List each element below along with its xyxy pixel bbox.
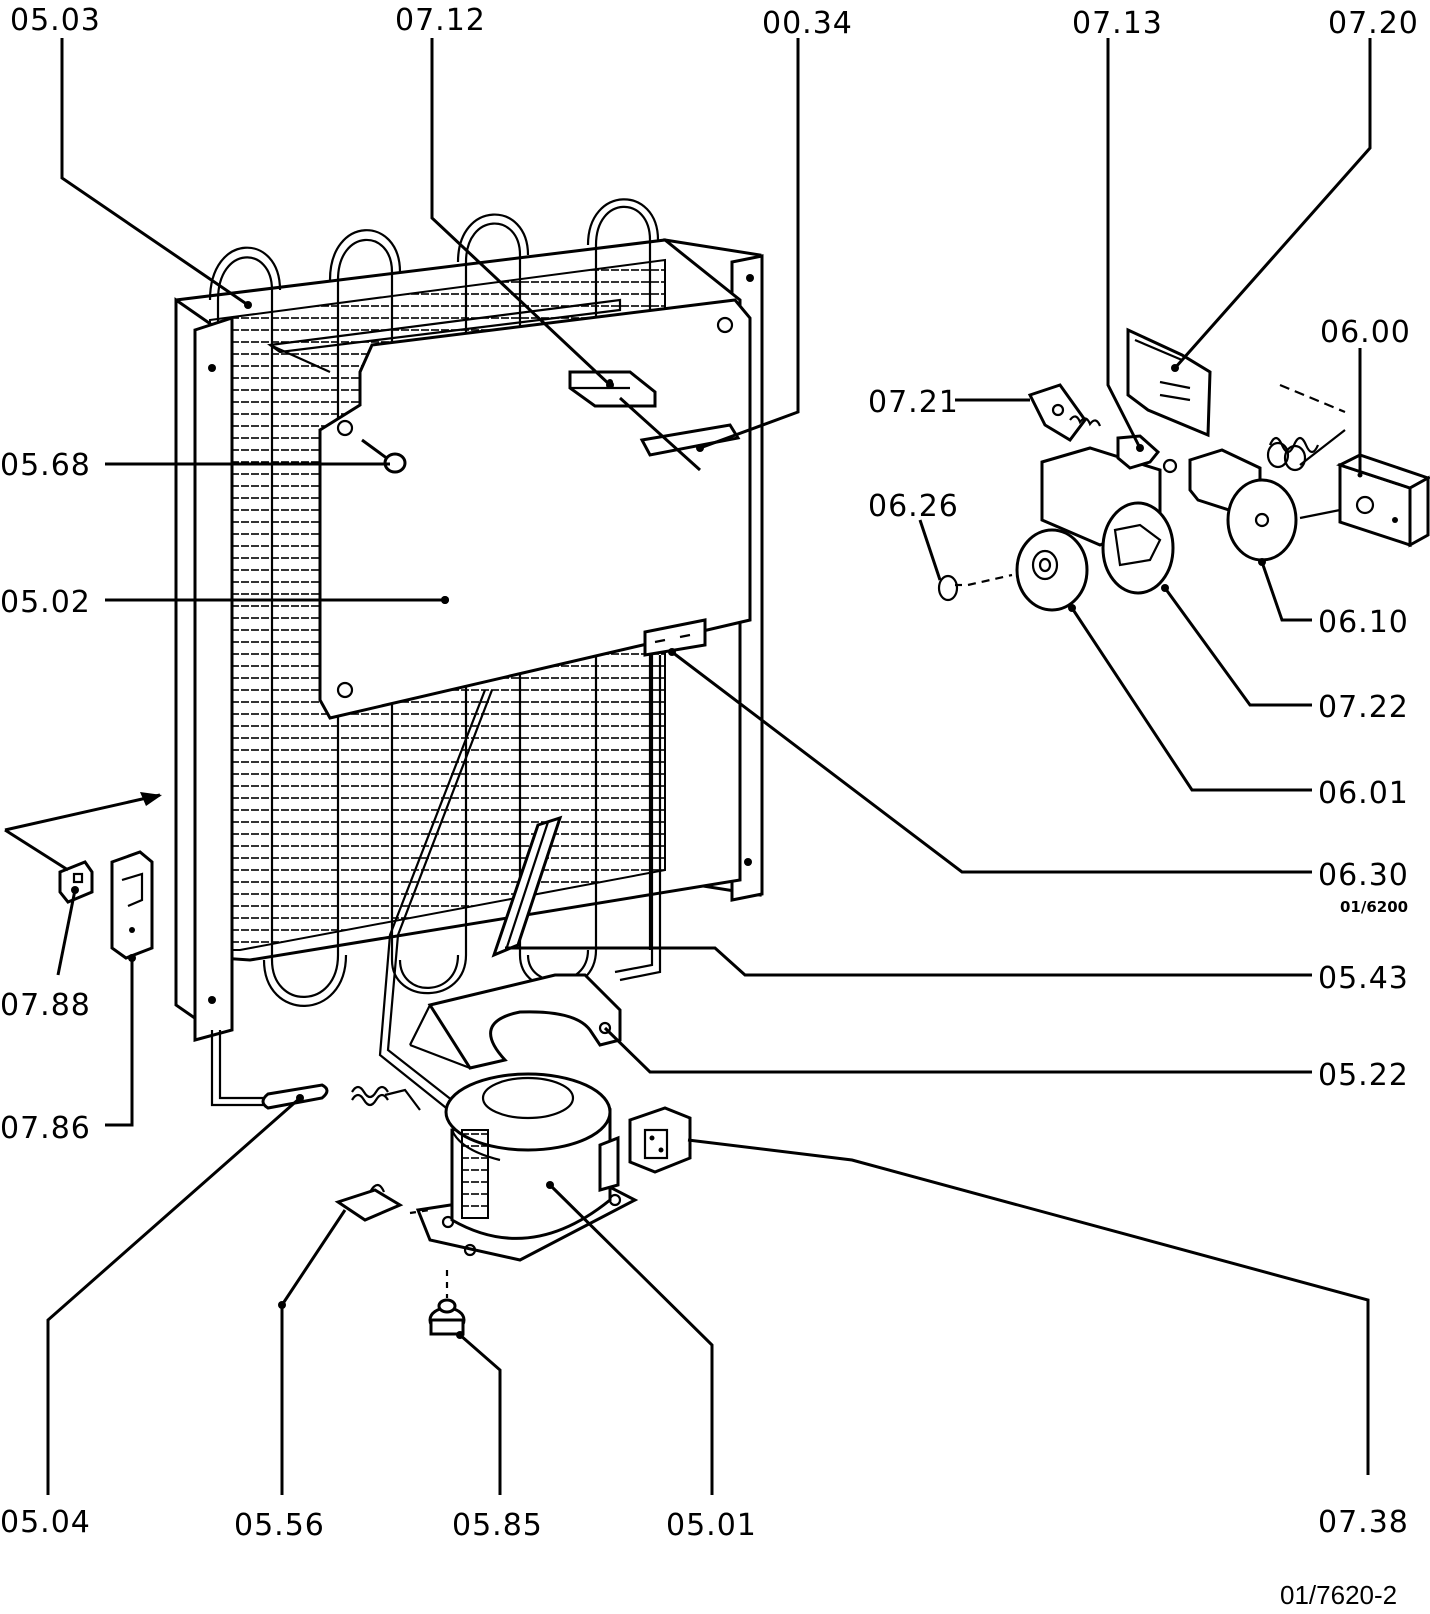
label-05-68: 05.68 [0, 448, 91, 483]
compressor-bracket [409, 973, 622, 1070]
starter-relay [628, 1106, 692, 1174]
label-05-85: 05.85 [452, 1508, 543, 1543]
drawing-reference: 01/7620-2 [1280, 1580, 1397, 1610]
label-05-03: 05.03 [10, 3, 101, 38]
label-06-01: 06.01 [1318, 776, 1409, 811]
spring-clip [334, 1183, 431, 1222]
label-06-00: 06.00 [1320, 315, 1411, 350]
label-05-43: 05.43 [1318, 961, 1409, 996]
switch-housing [110, 850, 154, 960]
label-07-20: 07.20 [1328, 6, 1419, 41]
rubber-grommet [428, 1270, 466, 1336]
label-07-21: 07.21 [868, 385, 959, 420]
sensor-bar [618, 396, 741, 472]
arrow-line [4, 793, 161, 832]
label-07-38: 07.38 [1318, 1505, 1409, 1540]
label-05-02: 05.02 [0, 585, 91, 620]
leader-lines [46, 38, 1372, 1495]
label-05-04: 05.04 [0, 1505, 91, 1540]
label-07-86: 07.86 [0, 1111, 91, 1146]
label-00-34: 00.34 [762, 6, 853, 41]
label-06-30-sub: 01/6200 [1340, 898, 1408, 916]
label-07-22: 07.22 [1318, 690, 1409, 725]
label-06-10: 06.10 [1318, 605, 1409, 640]
part-labels: 05.03 07.12 00.34 07.13 07.20 06.00 07.2… [0, 3, 1419, 1610]
small-bracket [643, 618, 707, 657]
thermostat-clip [568, 370, 657, 408]
label-05-01: 05.01 [666, 1508, 757, 1543]
screw-part [361, 438, 407, 474]
thermostat-assembly [937, 327, 1430, 612]
label-06-30: 06.30 [1318, 858, 1409, 893]
drain-strip [491, 815, 563, 958]
compressor [415, 1072, 639, 1262]
label-05-56: 05.56 [234, 1508, 325, 1543]
pipe-lines [210, 655, 662, 1116]
arrow-line [4, 828, 69, 872]
filter-drier [261, 1083, 389, 1110]
label-07-88: 07.88 [0, 988, 91, 1023]
label-07-13: 07.13 [1072, 6, 1163, 41]
lamp-socket [58, 860, 94, 904]
label-07-12: 07.12 [395, 3, 486, 38]
label-06-26: 06.26 [868, 489, 959, 524]
label-05-22: 05.22 [1318, 1058, 1409, 1093]
